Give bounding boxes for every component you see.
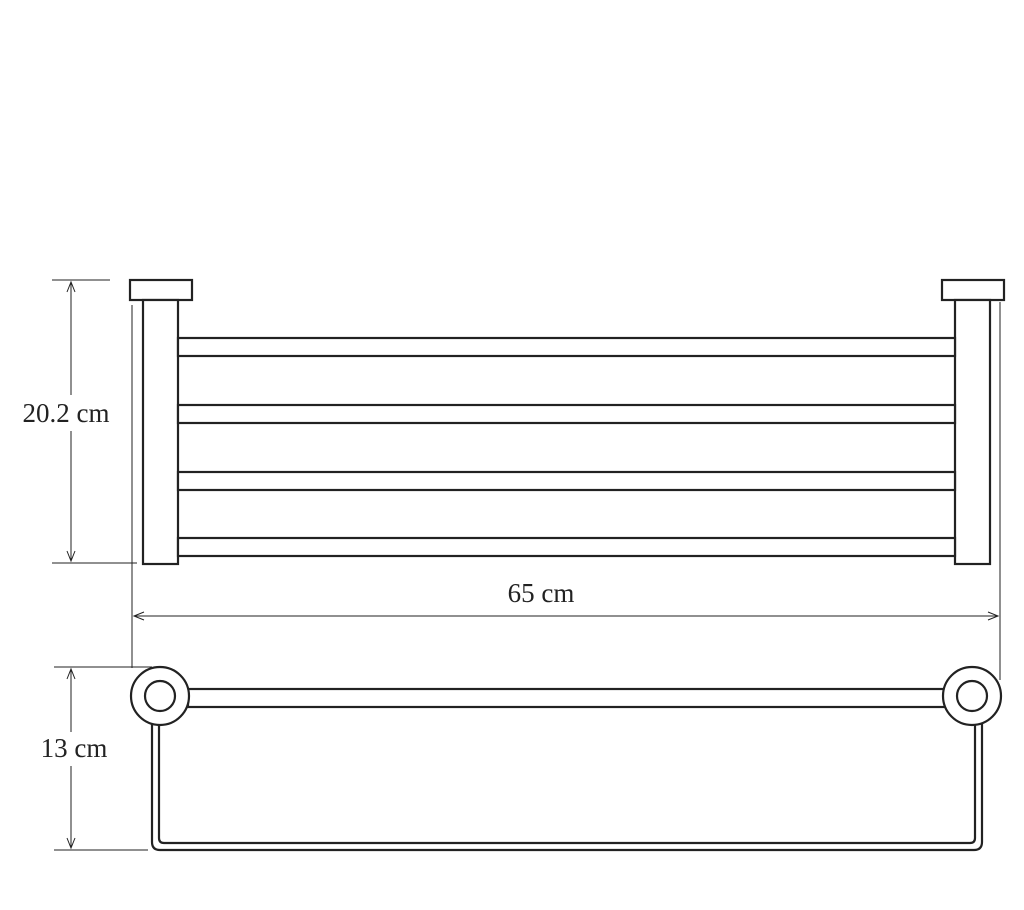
left-wall-plate [128, 278, 194, 302]
front-view [128, 278, 1006, 566]
shelf-bar [176, 470, 957, 492]
depth-arrow-bottom [66, 837, 76, 850]
depth-dimension: 13 cm [30, 666, 152, 851]
right-wall-plate [940, 278, 1006, 302]
width-arrow-right [987, 611, 1000, 621]
width-arrow-left [132, 611, 145, 621]
width-label: 65 cm [508, 578, 575, 608]
height-label: 20.2 cm [23, 398, 110, 428]
height-arrow-top [66, 280, 76, 293]
shelf-bar [176, 403, 957, 425]
left-post [141, 298, 180, 566]
depth-arrow-top [66, 667, 76, 680]
top-view [129, 665, 1003, 852]
width-dimension: 65 cm [131, 302, 1001, 680]
shelf-bar [176, 336, 957, 358]
u-rail-inner [157, 712, 977, 845]
left-mount-inner [143, 679, 177, 713]
depth-label: 13 cm [41, 733, 108, 763]
right-mount-inner [955, 679, 989, 713]
height-arrow-bottom [66, 550, 76, 563]
u-rail-outer [150, 712, 984, 852]
right-post [953, 298, 992, 566]
shelf-bar [176, 536, 957, 558]
back-bar [186, 687, 948, 709]
height-dimension: 20.2 cm [14, 279, 137, 564]
